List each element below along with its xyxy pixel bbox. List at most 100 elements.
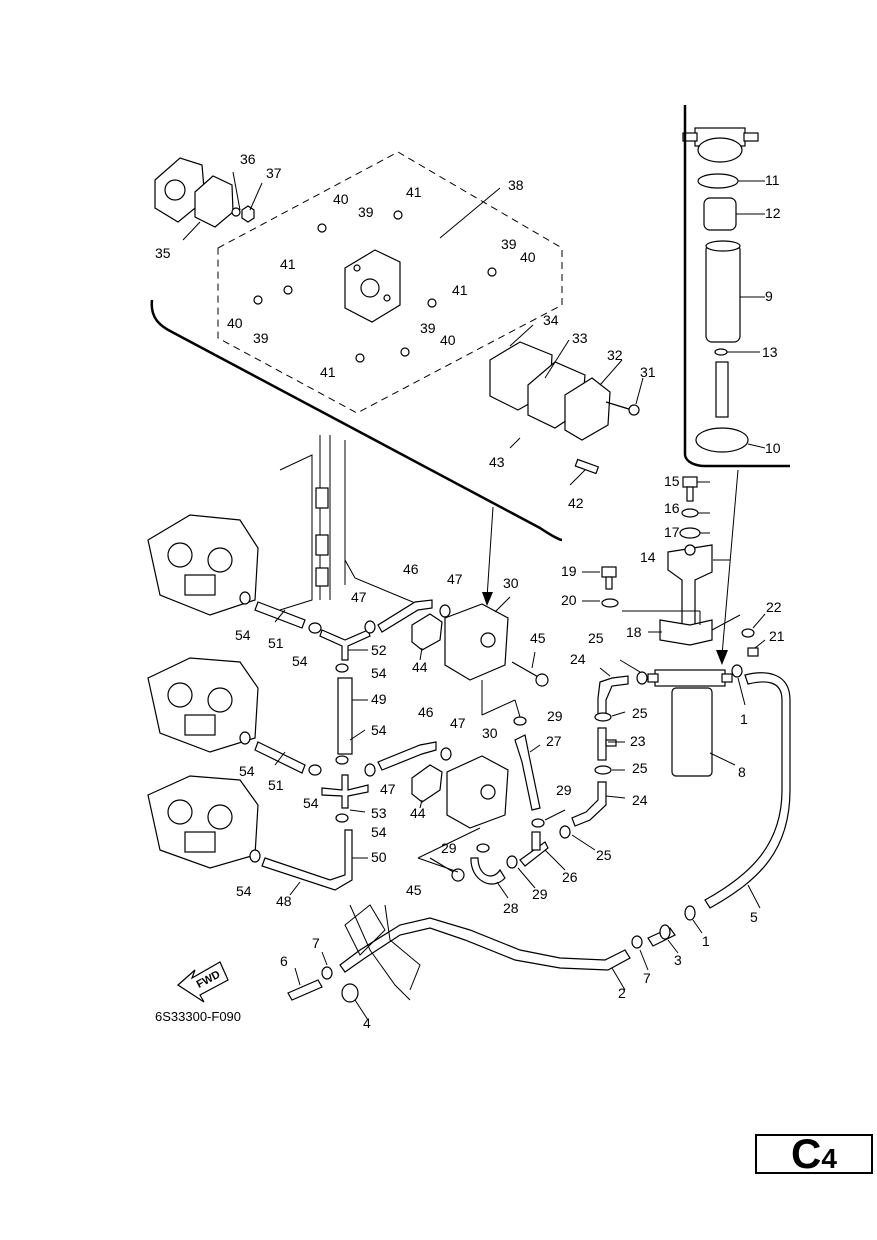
callout-c2: 2: [618, 985, 626, 1001]
engine-block-outline: [279, 435, 421, 611]
callout-c53: 53: [371, 805, 387, 821]
callout-c42: 42: [568, 495, 584, 511]
callout-c5: 5: [750, 909, 758, 925]
callout-c51a: 51: [268, 635, 284, 651]
callout-c33: 33: [572, 330, 588, 346]
page-index-box: C 4: [755, 1130, 873, 1177]
callout-c21: 21: [769, 628, 785, 644]
callout-c50: 50: [371, 849, 387, 865]
callout-c54e: 54: [371, 722, 387, 738]
callout-c39d: 39: [420, 320, 436, 336]
carburetor-lower: [147, 775, 259, 869]
callout-c4: 4: [363, 1015, 371, 1031]
callout-c36: 36: [240, 151, 256, 167]
callout-c54d: 54: [239, 763, 255, 779]
callout-c34: 34: [543, 312, 559, 328]
callout-c28: 28: [503, 900, 519, 916]
callout-c17: 17: [664, 524, 680, 540]
callout-c49: 49: [371, 691, 387, 707]
callout-c14: 14: [640, 549, 656, 565]
carburetor-hoses: [239, 591, 437, 896]
part-callouts: 1123456778910111213141516171819202122232…: [155, 151, 785, 1031]
callout-c40c: 40: [227, 315, 243, 331]
filter-assembly-group: [582, 476, 766, 777]
callout-c7a: 7: [312, 935, 320, 951]
center-pipes: [470, 659, 648, 899]
callout-c30a: 30: [503, 575, 519, 591]
callout-c11: 11: [765, 172, 780, 188]
main-fuel-lines: [287, 664, 791, 1021]
callout-c24b: 24: [632, 792, 648, 808]
callout-c43: 43: [489, 454, 505, 470]
callout-c13: 13: [762, 344, 778, 360]
callout-c29c: 29: [441, 840, 457, 856]
callout-c41b: 41: [280, 256, 296, 272]
callout-c12: 12: [765, 205, 781, 221]
fwd-arrow-icon: FWD: [177, 961, 229, 1003]
fuel-pump-exploded-group: [150, 151, 644, 606]
callout-c39c: 39: [253, 330, 269, 346]
callout-c48: 48: [276, 893, 292, 909]
callout-c54a: 54: [235, 627, 251, 643]
callout-c54h: 54: [236, 883, 252, 899]
callout-c40b: 40: [520, 249, 536, 265]
callout-c20: 20: [561, 592, 577, 608]
callout-c40d: 40: [440, 332, 456, 348]
callout-c24a: 24: [570, 651, 586, 667]
callout-c54c: 54: [371, 665, 387, 681]
callout-c18: 18: [626, 624, 642, 640]
callout-c16: 16: [664, 500, 680, 516]
callout-c46a: 46: [403, 561, 419, 577]
callout-c25b: 25: [632, 705, 648, 721]
callout-c7b: 7: [643, 970, 651, 986]
callout-c32: 32: [607, 347, 623, 363]
callout-c54b: 54: [292, 653, 308, 669]
callout-c47d: 47: [380, 781, 396, 797]
callout-c44a: 44: [412, 659, 428, 675]
carburetor-upper: [147, 514, 259, 616]
callout-c25a: 25: [588, 630, 604, 646]
callout-c26: 26: [562, 869, 578, 885]
callout-c15: 15: [664, 473, 680, 489]
page-index-letter: C: [791, 1130, 822, 1177]
callout-c25c: 25: [632, 760, 648, 776]
callout-c31: 31: [640, 364, 656, 380]
callout-c10: 10: [765, 440, 781, 456]
callout-c38: 38: [508, 177, 524, 193]
callout-c30b: 30: [482, 725, 498, 741]
fuel-pump-upper: [411, 596, 549, 726]
callout-c45b: 45: [406, 882, 422, 898]
callout-c45a: 45: [530, 630, 546, 646]
callout-c22: 22: [766, 599, 782, 615]
diagram-code: 6S33300-F090: [155, 1009, 241, 1024]
callout-c39a: 39: [358, 204, 374, 220]
callout-c52: 52: [371, 642, 387, 658]
callout-c40a: 40: [333, 191, 349, 207]
callout-c41d: 41: [320, 364, 336, 380]
callout-c9: 9: [765, 288, 773, 304]
callout-c29d: 29: [532, 886, 548, 902]
callout-c1b: 1: [702, 933, 710, 949]
callout-c1: 1: [740, 711, 748, 727]
callout-c54f: 54: [303, 795, 319, 811]
callout-c47c: 47: [450, 715, 466, 731]
callout-c46b: 46: [418, 704, 434, 720]
callout-c37: 37: [266, 165, 282, 181]
callout-c51b: 51: [268, 777, 284, 793]
callout-c41c: 41: [452, 282, 468, 298]
callout-c27: 27: [546, 733, 562, 749]
callout-c8: 8: [738, 764, 746, 780]
fuel-filter-exploded-group: [682, 105, 790, 665]
callout-c29a: 29: [547, 708, 563, 724]
page-index-number: 4: [821, 1143, 837, 1174]
callout-c29b: 29: [556, 782, 572, 798]
callout-c6: 6: [280, 953, 288, 969]
callout-c3: 3: [674, 952, 682, 968]
callout-c25d: 25: [596, 847, 612, 863]
callout-c19: 19: [561, 563, 577, 579]
callout-c47a: 47: [447, 571, 463, 587]
carburetor-middle: [147, 657, 259, 753]
callout-c35: 35: [155, 245, 171, 261]
callout-c41a: 41: [406, 184, 422, 200]
